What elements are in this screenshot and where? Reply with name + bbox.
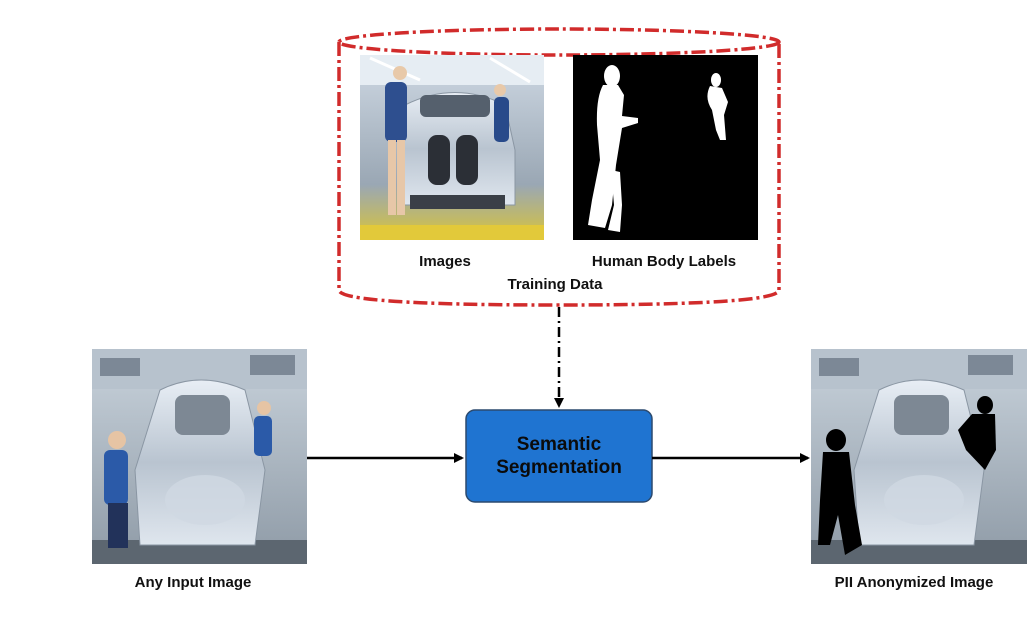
training-data-cylinder	[337, 27, 781, 307]
human-body-label-mask	[573, 55, 758, 240]
human-body-labels-label: Human Body Labels	[591, 253, 737, 270]
images-label: Images	[419, 253, 471, 270]
input-factory-image	[92, 349, 307, 564]
output-image-label: PII Anonymized Image	[834, 574, 994, 591]
training-car-image	[360, 55, 544, 240]
input-image-label: Any Input Image	[134, 574, 252, 591]
semantic-segmentation-box	[465, 409, 653, 503]
training-data-title: Training Data	[507, 276, 603, 293]
output-anonymized-image	[811, 349, 1027, 564]
